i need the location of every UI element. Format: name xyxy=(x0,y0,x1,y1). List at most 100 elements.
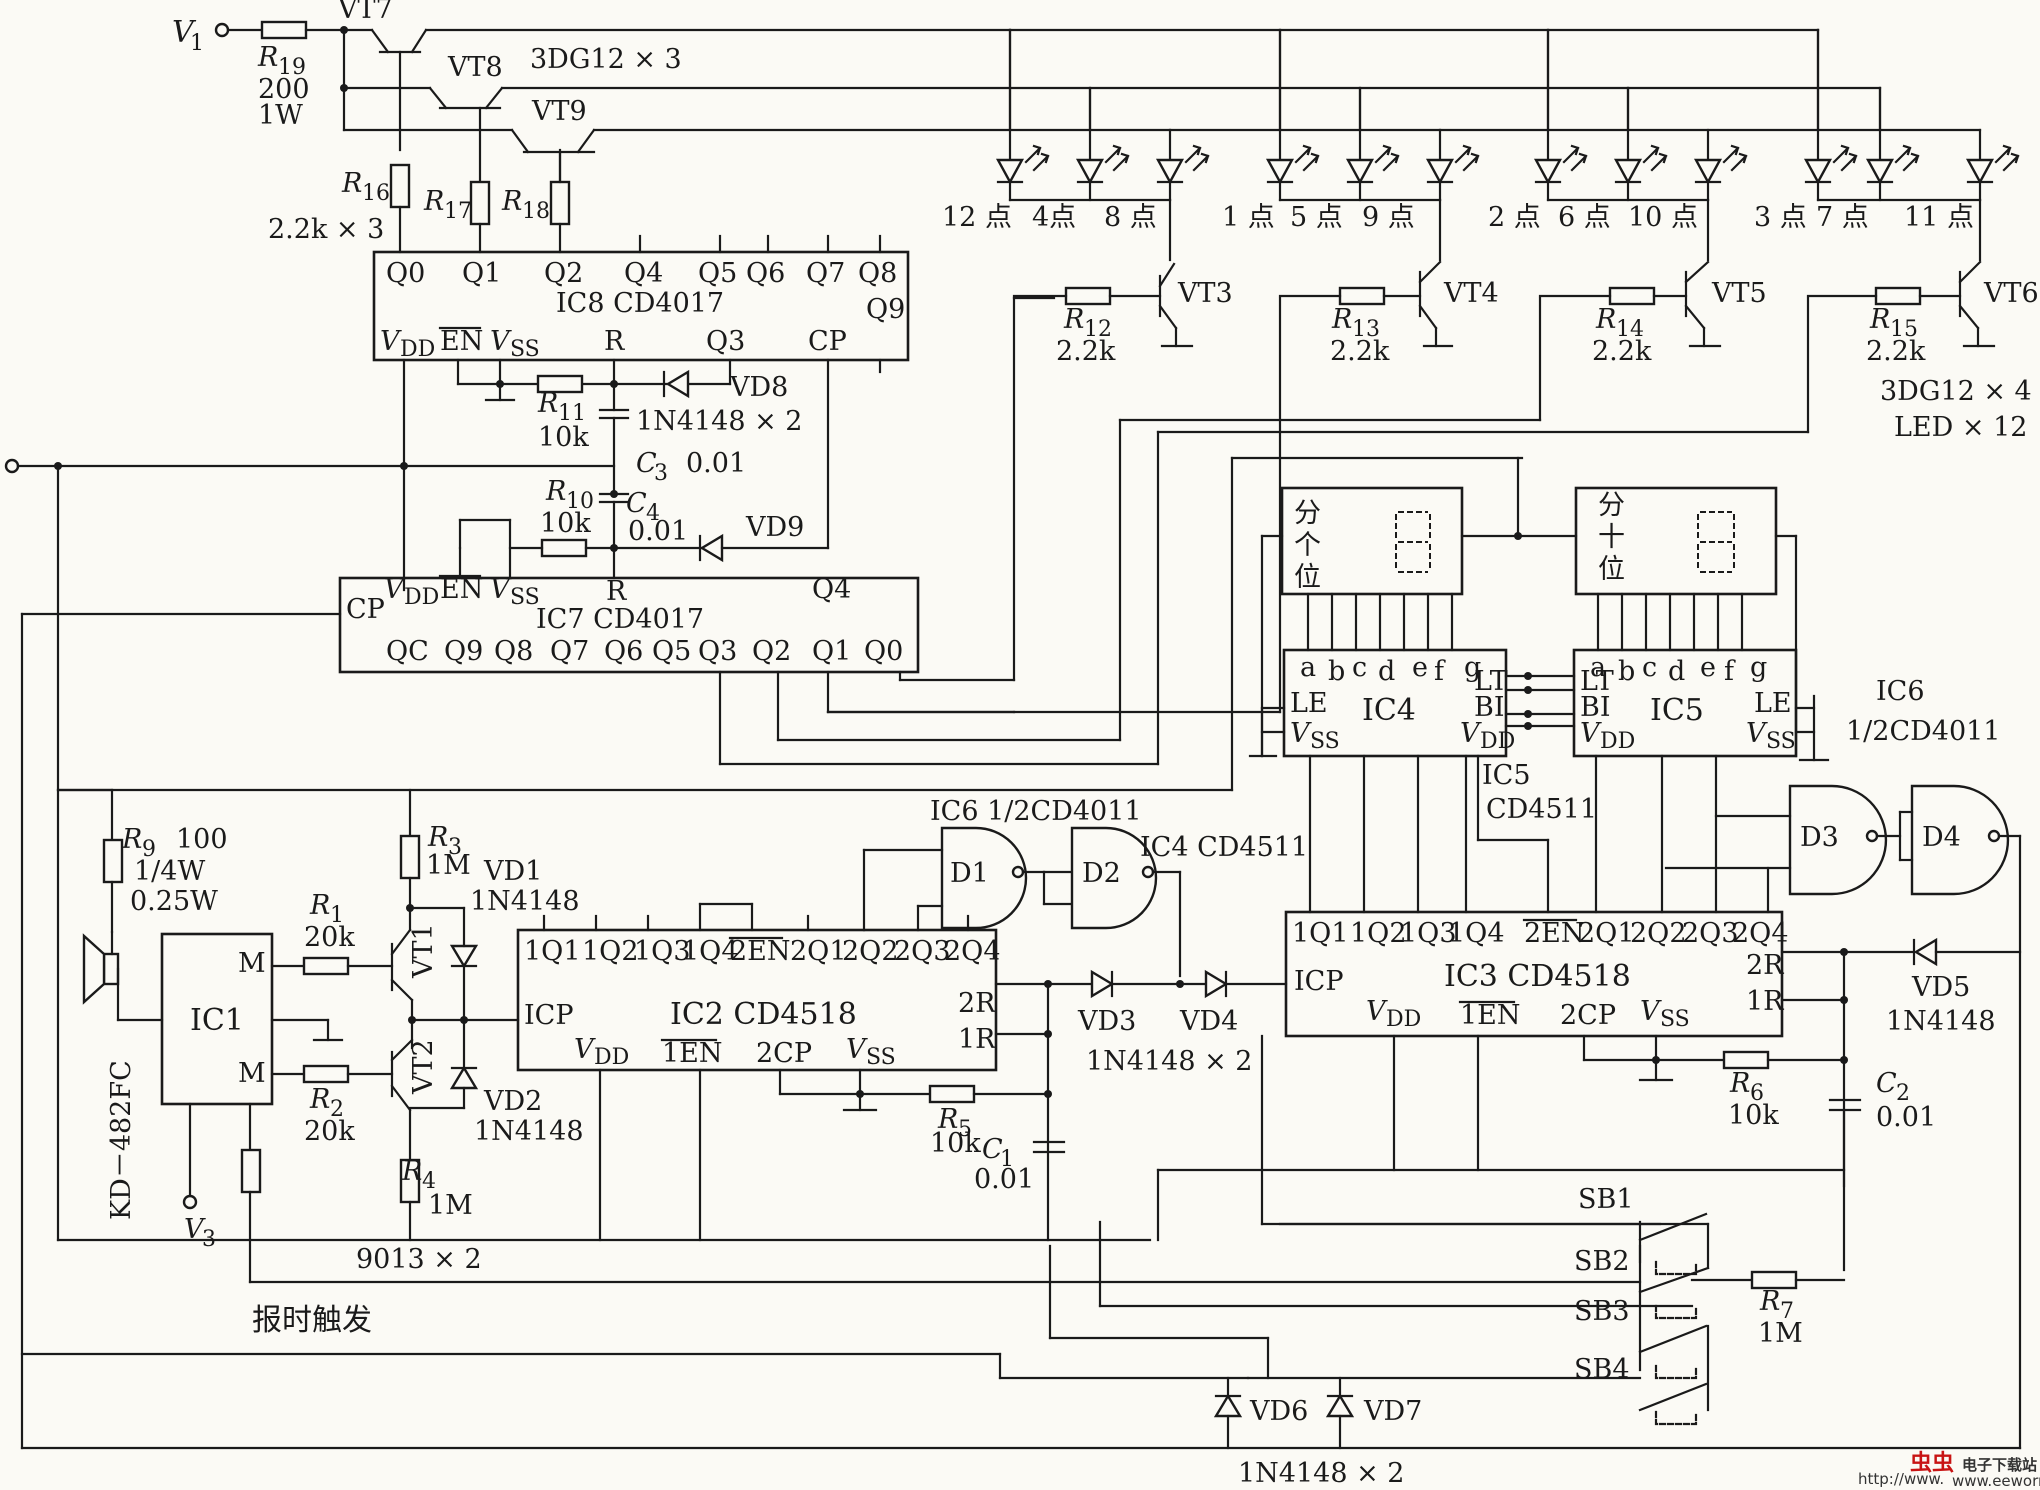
r15-resistor xyxy=(1874,286,1922,306)
svg-text:Q3: Q3 xyxy=(698,636,737,667)
ic3-pin-2en: 2EN xyxy=(1524,918,1585,949)
svg-text:www.eeworm.com: www.eeworm.com xyxy=(1952,1472,2040,1490)
sb2-switch[interactable] xyxy=(1638,1266,1770,1320)
svg-text:d: d xyxy=(1378,656,1395,687)
svg-text:6: 6 xyxy=(1750,1081,1764,1106)
vd5-label: VD5 xyxy=(1911,972,1970,1003)
ic6-label-right: IC6 xyxy=(1876,676,1925,707)
svg-text:2CP: 2CP xyxy=(1560,1000,1616,1031)
svg-text:1Q2: 1Q2 xyxy=(1350,918,1407,949)
hour-led-2: 4点 xyxy=(1032,86,1130,233)
sb3-switch[interactable] xyxy=(1638,1324,1710,1412)
r1-label: R xyxy=(309,890,330,921)
sb4-switch[interactable] xyxy=(1638,1382,1708,1426)
ic3-body xyxy=(1284,910,1784,1038)
svg-text:5: 5 xyxy=(958,1117,972,1142)
svg-text:1R: 1R xyxy=(1746,986,1784,1017)
vd8-diode xyxy=(665,369,690,399)
v1-label: V xyxy=(172,15,197,50)
svg-text:V: V xyxy=(490,326,512,357)
ic5-part: CD4511 xyxy=(1486,794,1597,825)
vd2-type: 1N4148 xyxy=(474,1116,584,1147)
hour-led-1: 12 点 xyxy=(942,28,1050,233)
vd5-type: 1N4148 xyxy=(1886,1006,1996,1037)
ic5-decoder: a b c d e f g LT BI LE IC5 V DD V SS IC6… xyxy=(1482,648,2000,825)
vd6-diode xyxy=(1213,1393,1243,1418)
watermark-logo: 虫虫 xyxy=(1910,1450,1954,1476)
hour-led-8: 6 点 xyxy=(1558,86,1668,233)
r3-value: 1M xyxy=(426,850,471,881)
r5-label: R xyxy=(937,1104,958,1135)
svg-text:1Q1: 1Q1 xyxy=(1292,918,1349,949)
svg-text:f: f xyxy=(1724,656,1736,687)
v3-terminal xyxy=(182,1194,198,1210)
svg-text:Q2: Q2 xyxy=(752,636,791,667)
svg-text:11: 11 xyxy=(558,401,586,426)
sb1-switch[interactable] xyxy=(1638,1212,1710,1276)
svg-text:V: V xyxy=(1366,996,1388,1027)
r3-resistor xyxy=(399,834,421,880)
hour-led-10: 3 点 xyxy=(1754,28,1858,233)
vt6-label: VT6 xyxy=(1983,278,2039,309)
svg-text:2Q2: 2Q2 xyxy=(1630,918,1687,949)
hour-led-label: 3 点 xyxy=(1754,202,1807,233)
svg-text:4: 4 xyxy=(646,501,660,526)
r3-label: R xyxy=(427,822,448,853)
ic2-pin-icp: ICP xyxy=(524,1000,574,1031)
ic7-body xyxy=(338,576,920,674)
vd8-label: VD8 xyxy=(729,372,788,403)
svg-text:3: 3 xyxy=(202,1227,216,1252)
r19-power: 1W xyxy=(258,100,303,131)
ic4-name: IC4 xyxy=(1362,693,1416,728)
ic7-counter: R 10 10k C 4 0.01 VD9 V DD EN V SS R Q4 … xyxy=(20,296,2022,1450)
ic1-bias-resistor xyxy=(240,1148,262,1194)
d3-gate xyxy=(1788,784,1888,896)
c1-value: 0.01 xyxy=(974,1164,1034,1195)
ic8-pin-q3: Q3 xyxy=(706,326,745,357)
svg-text:V: V xyxy=(1290,718,1312,749)
vd2-label: VD2 xyxy=(483,1086,542,1117)
r7-label: R xyxy=(1759,1286,1780,1317)
vd4-diode xyxy=(1204,969,1229,999)
svg-text:Q7: Q7 xyxy=(550,636,589,667)
ic8-pin-r: R xyxy=(604,326,625,357)
r4-label: R xyxy=(401,1156,422,1187)
r1-resistor xyxy=(302,956,350,976)
svg-text:DD: DD xyxy=(1600,729,1635,754)
watermark: http://www. 虫虫 电子下载站 www.eeworm.com xyxy=(1858,1450,2040,1490)
hour-led-3: 8 点 xyxy=(1104,128,1210,233)
svg-text:位: 位 xyxy=(1294,562,1321,593)
hour-led-12: 11 点 xyxy=(1904,128,2020,233)
svg-text:M: M xyxy=(238,1058,266,1089)
ic5-pin-lt: LT xyxy=(1580,666,1614,697)
vt-type-label: 3DG12 × 3 xyxy=(530,44,682,75)
svg-text:DD: DD xyxy=(400,337,435,362)
vt9-label: VT9 xyxy=(531,96,587,127)
r6-resistor xyxy=(1722,1050,1770,1070)
vd2-diode xyxy=(449,1065,479,1090)
r5-resistor xyxy=(928,1084,976,1104)
svg-text:c: c xyxy=(1352,652,1367,683)
vd1-type: 1N4148 xyxy=(470,886,580,917)
r11-label: R xyxy=(537,388,558,419)
r19-value: 200 xyxy=(258,74,310,105)
svg-text:V: V xyxy=(846,1034,868,1065)
c3-label: C xyxy=(636,448,657,479)
svg-text:e: e xyxy=(1412,652,1428,683)
v1-sub: 1 xyxy=(190,31,204,56)
svg-text:2Q2: 2Q2 xyxy=(842,936,899,967)
vd1-label: VD1 xyxy=(483,856,542,887)
svg-text:V: V xyxy=(384,574,406,605)
svg-text:SS: SS xyxy=(1660,1007,1690,1032)
ic1-name: IC1 xyxy=(190,1003,244,1038)
d1-label: D1 xyxy=(950,858,989,889)
r6-label: R xyxy=(1729,1068,1750,1099)
svg-text:Q1: Q1 xyxy=(812,636,851,667)
svg-text:18: 18 xyxy=(522,199,550,224)
vt1-2-type: 9013 × 2 xyxy=(356,1244,482,1275)
svg-text:DD: DD xyxy=(594,1045,629,1070)
ic8-pin-q0: Q0 xyxy=(386,258,425,289)
input-stage: R 9 100 1/4W 0.25W IC1 M M KD－482FC V 3 … xyxy=(56,788,1642,1338)
ic8-pin-q1: Q1 xyxy=(462,258,501,289)
d3-label: D3 xyxy=(1800,822,1839,853)
